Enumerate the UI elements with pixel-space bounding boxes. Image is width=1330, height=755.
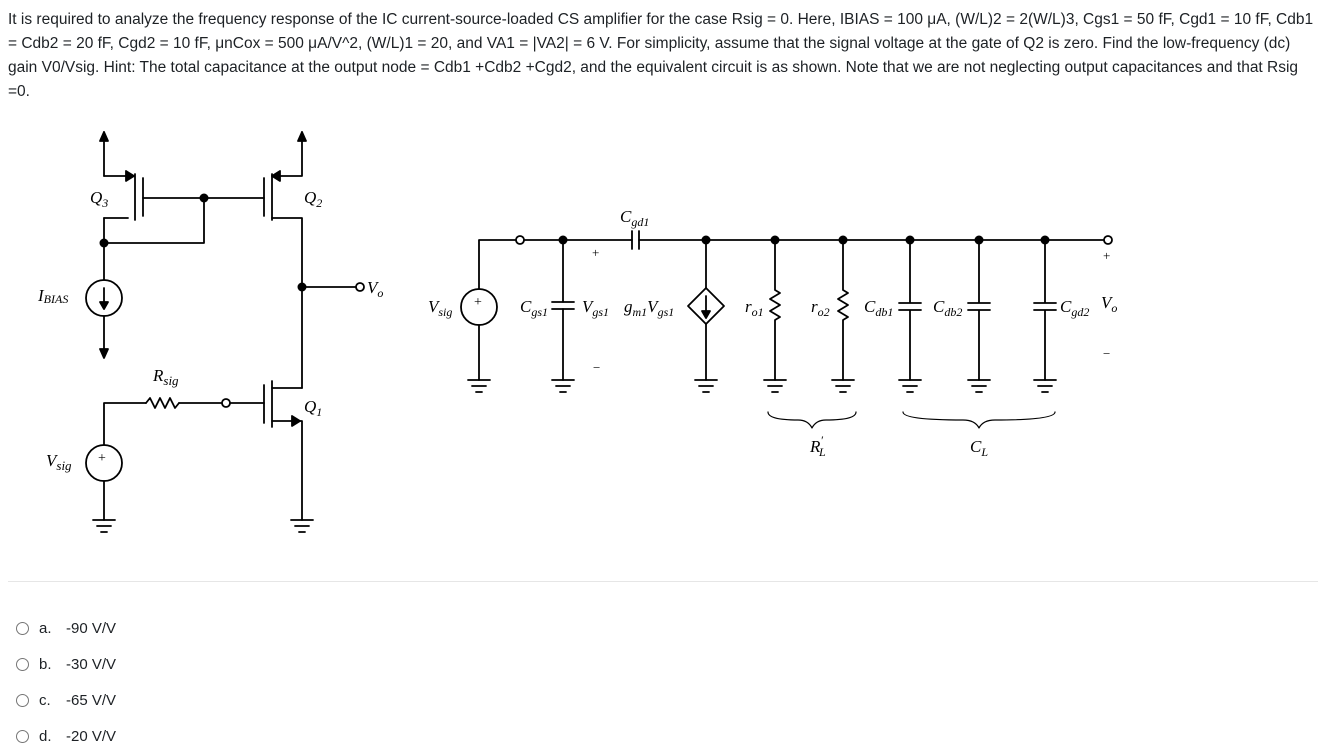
label-q2: Q2: [304, 188, 322, 210]
label-vsig: Vsig: [46, 451, 72, 473]
label-eq-vsig: Vsig: [428, 297, 452, 319]
label-rsig: Rsig: [152, 366, 179, 388]
rsig-terminal: [221, 398, 231, 408]
answer-text: -90 V/V: [66, 619, 117, 637]
label-ibias: IBIAS: [37, 286, 68, 306]
label-cl: CL: [970, 437, 988, 459]
answer-letter: a.: [39, 619, 52, 637]
label-cgd2: Cgd2: [1060, 297, 1089, 319]
label-vgs1: Vgs1: [582, 297, 609, 319]
schematic-wiring: [85, 131, 357, 533]
radio-b[interactable]: [16, 657, 29, 671]
label-vo: Vo: [367, 278, 383, 300]
label-cdb2: Cdb2: [933, 297, 962, 319]
vsig-plus: +: [98, 451, 106, 466]
answer-letter: d.: [39, 727, 52, 745]
label-eq-vo: Vo: [1101, 293, 1117, 315]
label-ro2: ro2: [811, 297, 830, 319]
circuit-figure: Q3 Q2 Q1 IBIAS Vo Rsig Vsig + Vsig + Cgs…: [37, 131, 1117, 533]
label-gm: gm1Vgs1: [624, 297, 674, 319]
vo-minus: −: [1103, 346, 1110, 361]
label-cgd1: Cgd1: [620, 207, 649, 229]
vgs1-minus: −: [593, 360, 600, 375]
label-q3: Q3: [90, 188, 108, 210]
divider: [8, 581, 1318, 582]
equivalent-wiring: [460, 230, 1107, 429]
equivalent-nodes: [558, 235, 1050, 245]
eq-vsig-plus: +: [474, 295, 482, 310]
answer-text: -20 V/V: [66, 727, 117, 745]
schematic-nodes: [99, 193, 307, 292]
answer-text: -65 V/V: [66, 691, 117, 709]
radio-d[interactable]: [16, 729, 29, 743]
radio-a[interactable]: [16, 621, 29, 635]
answer-option-c[interactable]: c. -65 V/V: [16, 682, 116, 718]
vsig-terminal: [515, 235, 525, 245]
answer-letter: c.: [39, 691, 51, 709]
answer-option-a[interactable]: a. -90 V/V: [16, 610, 116, 646]
question-text: It is required to analyze the frequency …: [8, 11, 1314, 100]
answer-text: -30 V/V: [66, 655, 117, 673]
label-ro1: ro1: [745, 297, 764, 319]
answer-option-d[interactable]: d. -20 V/V: [16, 718, 116, 754]
vo-terminal: [355, 282, 365, 292]
vgs1-plus: +: [592, 245, 599, 260]
label-rl: R′L: [809, 433, 826, 459]
answer-letter: b.: [39, 655, 52, 673]
vo-out-terminal: [1103, 235, 1113, 245]
label-q1: Q1: [304, 397, 322, 419]
answer-option-b[interactable]: b. -30 V/V: [16, 646, 116, 682]
radio-c[interactable]: [16, 693, 29, 707]
label-cdb1: Cdb1: [864, 297, 893, 319]
label-cgs1: Cgs1: [520, 297, 548, 319]
vo-plus: +: [1103, 248, 1110, 263]
answer-options: a. -90 V/V b. -30 V/V c. -65 V/V d. -20 …: [16, 610, 116, 754]
